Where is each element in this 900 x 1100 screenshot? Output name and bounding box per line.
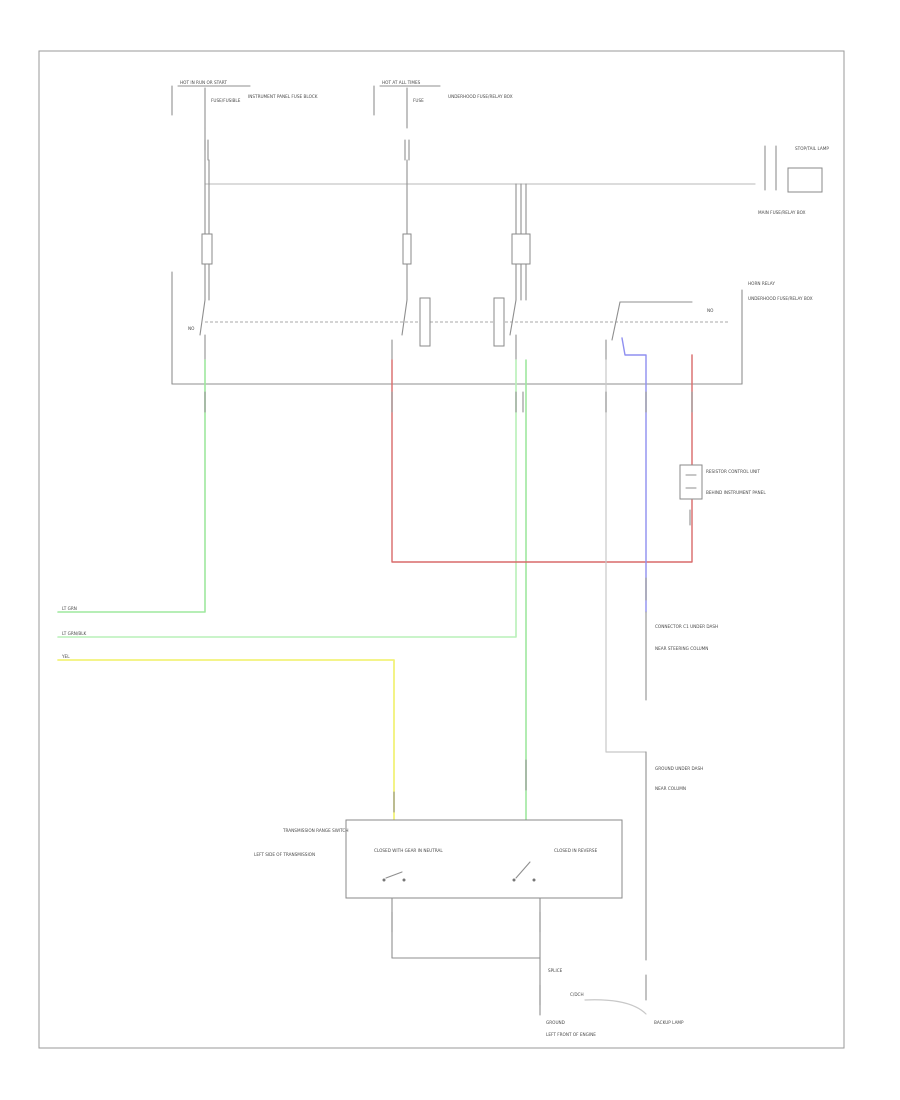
diagram-frame	[38, 50, 845, 1049]
green-wire	[57, 359, 206, 613]
top-feed-connectors	[204, 139, 410, 161]
resistor-label: RESISTOR CONTROL UNIT	[706, 469, 760, 474]
mid-right-label: CONNECTOR C1 UNDER DASH	[655, 624, 718, 629]
svg-text:C/DCH: C/DCH	[570, 992, 584, 997]
wire-connector-marks	[204, 391, 693, 813]
wire-tag-3: YEL	[61, 654, 70, 659]
module-right-label: CLOSED IN REVERSE	[554, 848, 598, 853]
bottom-ground-label: GROUND	[546, 1020, 565, 1025]
right-unit-label: HORN RELAY	[748, 281, 775, 286]
src-mid-label: HOT AT ALL TIMES	[382, 80, 421, 85]
src-left-label: HOT IN RUN OR START	[180, 80, 227, 85]
bottom-right-gnd: GROUND UNDER DASH	[655, 766, 703, 771]
svg-text:NO: NO	[707, 308, 714, 313]
mid-right-connector: CONNECTOR C1 UNDER DASH NEAR STEERING CO…	[645, 611, 718, 961]
right-unit-desc: UNDERHOOD FUSE/RELAY BOX	[748, 296, 813, 301]
trs-label: TRANSMISSION RANGE SWITCH	[282, 828, 349, 833]
bottom-right-term: BACKUP LAMP	[654, 1020, 684, 1025]
wire-tag-2: LT GRN/BLK	[62, 631, 87, 636]
source-mid: HOT AT ALL TIMES FUSE UNDERHOOD FUSE/REL…	[373, 80, 513, 129]
source-left: HOT IN RUN OR START FUSE/FUSIBLE INSTRUM…	[171, 80, 318, 151]
src-mid-desc: UNDERHOOD FUSE/RELAY BOX	[448, 94, 513, 99]
src-left-fuse: FUSE/FUSIBLE	[211, 98, 241, 103]
resistor-unit: RESISTOR CONTROL UNIT BEHIND INSTRUMENT …	[679, 464, 766, 526]
relay-switch-2	[391, 297, 431, 361]
mid-right-label-2: NEAR STEERING COLUMN	[655, 646, 708, 651]
yellow-wire	[57, 659, 395, 821]
resistor-desc: BEHIND INSTRUMENT PANEL	[706, 490, 766, 495]
relay-switch-3	[493, 297, 517, 361]
top-bus	[204, 159, 756, 301]
svg-text:NO: NO	[188, 326, 195, 331]
light-green-wire-a	[57, 359, 517, 638]
module-ground-loop	[391, 897, 541, 1016]
transmission-range-switch: TRANSMISSION RANGE SWITCH LEFT SIDE OF T…	[254, 819, 623, 899]
src-left-desc: INSTRUMENT PANEL FUSE BLOCK	[248, 94, 318, 99]
wire-tags: LT GRN LT GRN/BLK YEL	[61, 606, 87, 659]
src-mid-fuse: FUSE	[413, 98, 424, 103]
relay-switch-4: NO	[605, 301, 714, 361]
top-right-component: STOP/TAIL LAMP MAIN FUSE/RELAY BOX	[758, 145, 829, 215]
wire-tag-1: LT GRN	[62, 606, 77, 611]
gray-wire-right	[605, 359, 647, 753]
right-relay-unit: HORN RELAY UNDERHOOD FUSE/RELAY BOX	[748, 281, 813, 301]
blue-wire	[621, 337, 647, 613]
relay-box	[171, 271, 743, 385]
bottom-mid-label: SPLICE	[548, 968, 563, 973]
bottom-ground-desc: LEFT FRONT OF ENGINE	[546, 1032, 596, 1037]
relay-switch-1: NO	[188, 299, 206, 361]
bottom-right-gnd-2: NEAR COLUMN	[655, 786, 686, 791]
module-left-label: CLOSED WITH GEAR IN NEUTRAL	[374, 848, 443, 853]
top-right-label: STOP/TAIL LAMP	[795, 146, 829, 151]
trs-desc: LEFT SIDE OF TRANSMISSION	[254, 852, 315, 857]
top-right-desc: MAIN FUSE/RELAY BOX	[758, 210, 806, 215]
red-wire	[391, 359, 693, 563]
feed-connector-blocks	[201, 233, 531, 265]
bottom-ground: SPLICE GROUND LEFT FRONT OF ENGINE BACKU…	[546, 968, 684, 1037]
